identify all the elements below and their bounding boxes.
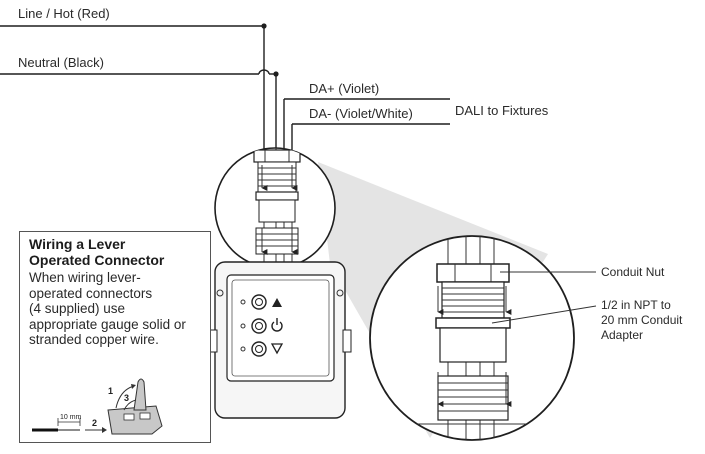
info-box-title: Wiring a Lever Operated Connector bbox=[29, 236, 209, 268]
step-2-label: 2 bbox=[92, 418, 97, 428]
device-enclosure bbox=[208, 261, 352, 419]
power-button bbox=[251, 318, 267, 334]
step-1-label: 1 bbox=[108, 386, 113, 396]
conduit-nut-label: Conduit Nut bbox=[601, 265, 665, 279]
dali-fixtures-label: DALI to Fixtures bbox=[455, 103, 549, 118]
up-button bbox=[251, 294, 267, 310]
adapter-label-line-2: 20 mm Conduit bbox=[601, 313, 683, 327]
info-text-line-4: appropriate gauge solid or bbox=[29, 316, 186, 332]
neutral-label: Neutral (Black) bbox=[18, 55, 104, 70]
info-title-line-2: Operated Connector bbox=[29, 252, 165, 268]
line-hot-label: Line / Hot (Red) bbox=[18, 6, 110, 21]
large-magnifier bbox=[369, 235, 575, 441]
line-hot-wire bbox=[0, 23, 267, 150]
da-minus-wire bbox=[291, 123, 450, 150]
strip-length-label: 10 mm bbox=[60, 414, 82, 421]
da-plus-label: DA+ (Violet) bbox=[309, 81, 379, 96]
info-text-line-3: (4 supplied) use bbox=[29, 301, 126, 316]
down-triangle-icon bbox=[270, 343, 284, 355]
info-text-line-1: When wiring lever- bbox=[29, 270, 141, 285]
step-3-label: 3 bbox=[124, 393, 129, 403]
adapter-label-line-1: 1/2 in NPT to bbox=[601, 298, 671, 312]
da-plus-wire bbox=[283, 98, 450, 150]
neutral-wire bbox=[0, 69, 279, 150]
adapter-label-line-3: Adapter bbox=[601, 328, 643, 342]
info-text-line-5: stranded copper wire. bbox=[29, 332, 159, 347]
lever-connector-figure: 10 mm 1 2 3 bbox=[32, 378, 163, 435]
info-box-text: When wiring lever- operated connectors (… bbox=[29, 270, 211, 348]
info-text-line-2: operated connectors bbox=[29, 285, 153, 301]
adapter-leader bbox=[491, 305, 597, 324]
da-minus-label: DA- (Violet/White) bbox=[309, 106, 413, 121]
up-triangle-icon bbox=[272, 298, 282, 307]
down-button bbox=[251, 341, 267, 357]
power-icon bbox=[271, 318, 283, 332]
info-title-line-1: Wiring a Lever bbox=[29, 236, 126, 252]
small-magnifier bbox=[214, 147, 336, 269]
lever-connector-info-box: Wiring a Lever Operated Connector When w… bbox=[19, 231, 211, 443]
